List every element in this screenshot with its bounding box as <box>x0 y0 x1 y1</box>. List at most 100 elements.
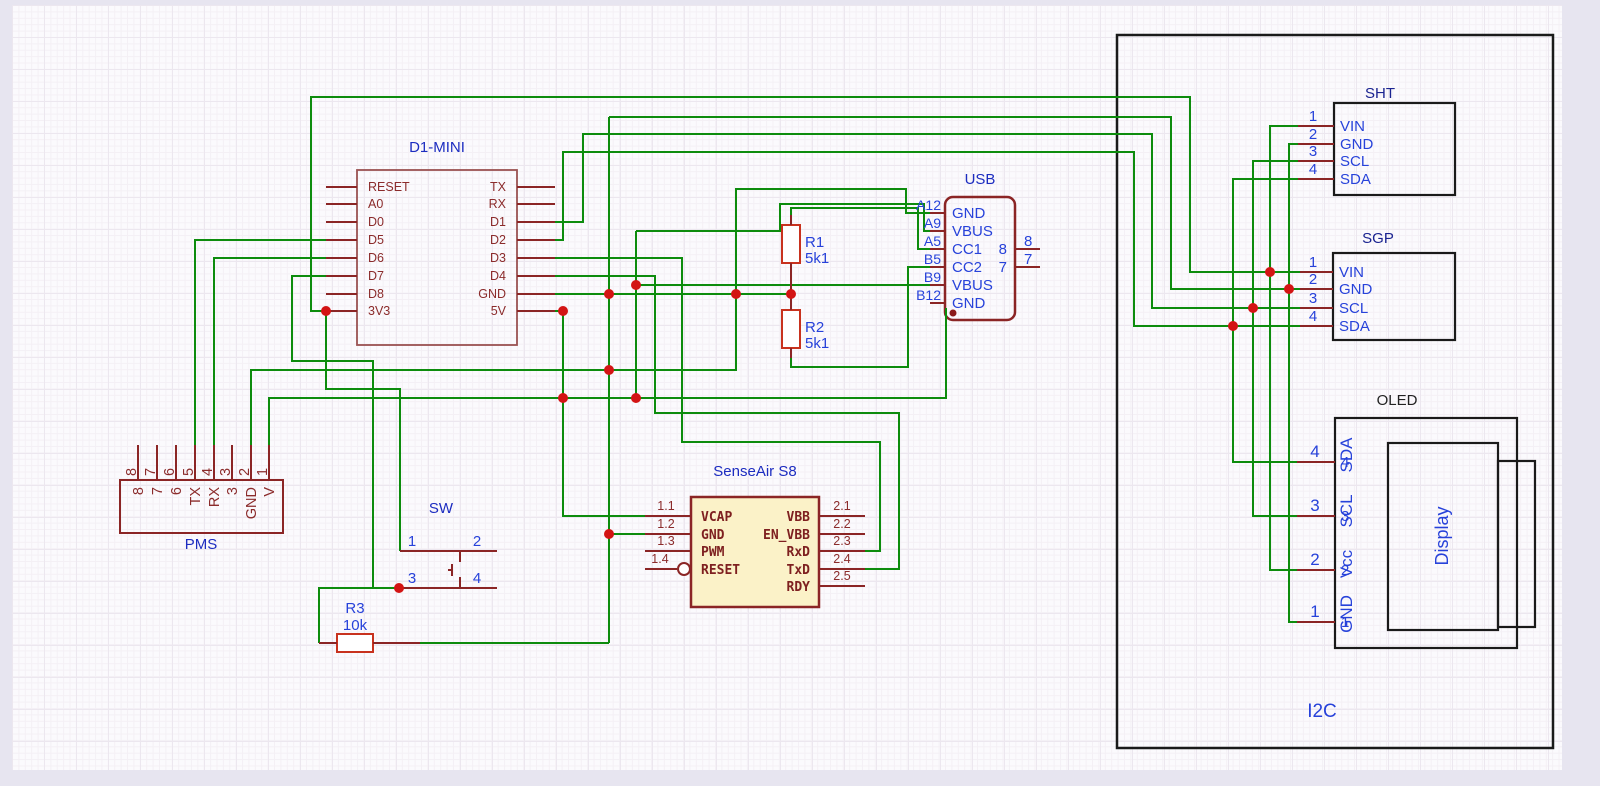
wire[interactable] <box>1288 143 1298 623</box>
wire[interactable] <box>1252 160 1298 517</box>
usb-des-a12: A12 <box>916 197 941 213</box>
d1mini-pin-d3: D3 <box>490 251 506 265</box>
oled-num-2-inner: 2 <box>1341 562 1349 579</box>
junction-dot <box>321 306 331 316</box>
r3-body[interactable] <box>336 633 374 653</box>
pms-label-8: 8 <box>131 487 147 495</box>
wire[interactable] <box>250 188 930 445</box>
usb-des-b5: B5 <box>924 251 941 267</box>
d1mini-pin-d0: D0 <box>368 215 384 229</box>
sgp-title: SGP <box>1362 230 1394 247</box>
wire[interactable] <box>1269 125 1298 571</box>
oled-num-1-inner: 1 <box>1341 614 1349 631</box>
oled-num-2-outer: 2 <box>1310 550 1319 569</box>
wire[interactable] <box>555 275 900 570</box>
senseair-label-txd: TxD <box>787 563 811 578</box>
pms-label-v: V <box>262 487 278 497</box>
sht-label-gnd: GND <box>1340 136 1374 153</box>
oled-body[interactable] <box>1333 416 1519 650</box>
d1mini-pin-a0: A0 <box>368 197 383 211</box>
pms-num-8: 8 <box>124 468 140 476</box>
senseair-des-1-2: 1.2 <box>657 517 674 531</box>
junction-dot <box>786 289 796 299</box>
i2c-module-frame[interactable] <box>1115 33 1555 750</box>
usb-des-b9: B9 <box>924 269 941 285</box>
sht-title: SHT <box>1365 85 1395 102</box>
senseair-label-en-vbb: EN_VBB <box>763 528 810 543</box>
wire[interactable] <box>310 96 1300 312</box>
pms-num-1: 1 <box>255 468 271 476</box>
usb-label-gnd-bottom: GND <box>952 295 986 312</box>
senseair-des-1-3: 1.3 <box>657 534 674 548</box>
wire[interactable] <box>325 311 401 551</box>
senseair-reset-bubble <box>677 562 691 576</box>
senseair-title: SenseAir S8 <box>713 463 796 480</box>
usb-des-b12: B12 <box>916 287 941 303</box>
pms-num-5: 5 <box>181 468 197 476</box>
usb-body[interactable] <box>943 195 1017 322</box>
wire[interactable] <box>636 203 930 232</box>
sgp-label-vin: VIN <box>1339 264 1364 281</box>
sht-body[interactable] <box>1332 101 1457 197</box>
r2-value: 5k1 <box>805 335 829 352</box>
oled-display-label: Display <box>1432 506 1452 565</box>
d1mini-pin-rx: RX <box>489 197 507 211</box>
d1mini-pin-5v: 5V <box>491 304 507 318</box>
d1mini-pin-gnd: GND <box>478 287 506 301</box>
senseair-des-1-1: 1.1 <box>657 499 674 513</box>
sgp-body[interactable] <box>1331 251 1457 342</box>
senseair-label-rxd: RxD <box>787 545 811 560</box>
usb-gnd-symbol-dot <box>949 309 957 317</box>
senseair-des-2-5: 2.5 <box>833 569 850 583</box>
usb-des-a9: A9 <box>924 215 941 231</box>
oled-num-3-outer: 3 <box>1310 496 1319 515</box>
wire[interactable] <box>1232 178 1298 463</box>
pms-label-3: 3 <box>225 487 241 495</box>
senseair-label-reset: RESET <box>701 563 740 578</box>
sgp-num-3: 3 <box>1309 290 1317 307</box>
senseair-label-gnd: GND <box>701 528 725 543</box>
sgp-num-4: 4 <box>1309 308 1317 325</box>
wire[interactable] <box>790 266 930 368</box>
pms-label-7: 7 <box>150 487 166 495</box>
senseair-label-vcap: VCAP <box>701 510 732 525</box>
senseair-des-1-4: 1.4 <box>651 552 668 566</box>
r3-ref: R3 <box>345 600 364 617</box>
senseair-label-rdy: RDY <box>787 580 811 595</box>
oled-num-3-inner: 3 <box>1341 508 1349 525</box>
wire[interactable] <box>268 308 947 445</box>
oled-label-scl: SCL <box>1337 494 1356 527</box>
junction-dot <box>604 289 614 299</box>
wire[interactable] <box>194 239 326 445</box>
sw-num-2: 2 <box>473 533 481 550</box>
d1mini-pin-d5: D5 <box>368 233 384 247</box>
sgp-label-gnd: GND <box>1339 281 1373 298</box>
r1-value: 5k1 <box>805 250 829 267</box>
usb-cc2-num-inner: 7 <box>999 259 1007 276</box>
wire[interactable] <box>609 116 1300 290</box>
r1-body[interactable] <box>781 224 801 264</box>
wire[interactable] <box>790 207 930 250</box>
wire[interactable] <box>291 275 374 588</box>
pms-body[interactable] <box>119 479 284 534</box>
wire[interactable] <box>555 257 881 552</box>
usb-label-cc1: CC1 <box>952 241 982 258</box>
sht-num-3: 3 <box>1309 143 1317 160</box>
usb-des-a5: A5 <box>924 233 941 249</box>
wire[interactable] <box>555 151 1300 327</box>
d1mini-pin-d4: D4 <box>490 269 506 283</box>
wire[interactable] <box>213 257 326 445</box>
wire[interactable] <box>555 310 645 517</box>
senseair-des-2-4: 2.4 <box>833 552 850 566</box>
junction-dot <box>604 529 614 539</box>
r2-body[interactable] <box>781 309 801 349</box>
pms-num-6: 6 <box>162 468 178 476</box>
pms-title: PMS <box>185 536 218 553</box>
wire[interactable] <box>555 133 1300 309</box>
junction-dot <box>558 306 568 316</box>
oled-num-1-outer: 1 <box>1310 602 1319 621</box>
junction-dot <box>731 289 741 299</box>
oled-connector-tab[interactable] <box>1496 459 1537 629</box>
sgp-label-sda: SDA <box>1339 318 1370 335</box>
senseair-des-2-1: 2.1 <box>833 499 850 513</box>
